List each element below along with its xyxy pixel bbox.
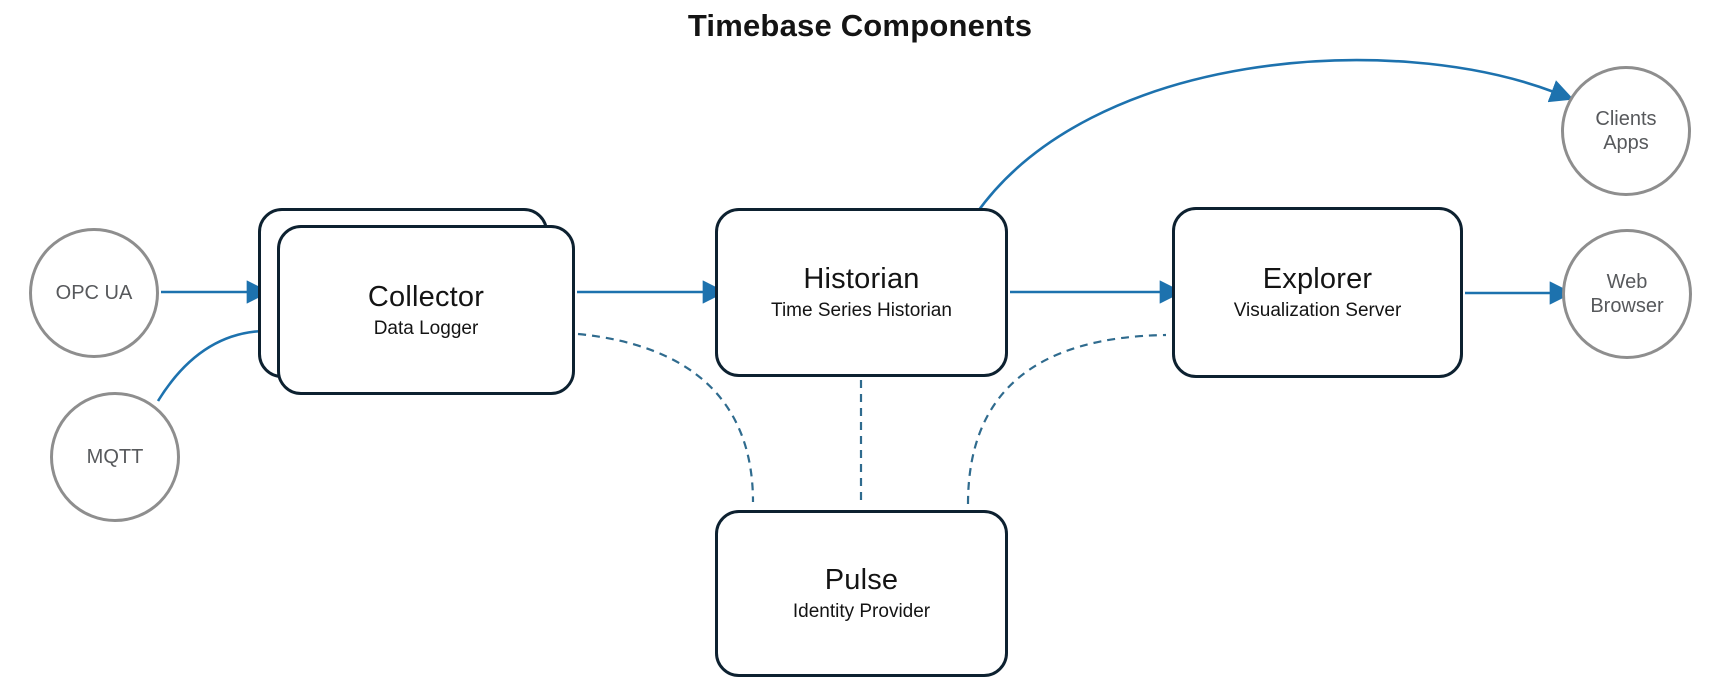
component-node-collector: Collector Data Logger [277, 225, 575, 395]
edge-historian-to-clients [974, 58, 1574, 215]
component-node-pulse: Pulse Identity Provider [715, 510, 1008, 677]
component-node-historian: Historian Time Series Historian [715, 208, 1008, 377]
node-subtitle: Data Logger [373, 317, 479, 339]
node-label-line1: Web [1606, 270, 1648, 293]
node-label: OPC UA [55, 281, 133, 304]
edge-mqtt-to-collector [156, 319, 286, 402]
node-subtitle: Identity Provider [792, 601, 931, 622]
node-label-line2: Apps [1603, 132, 1649, 154]
node-title: Collector [367, 280, 485, 313]
node-label: MQTT [86, 445, 144, 468]
node-title: Historian [803, 263, 920, 295]
source-node-opcua: OPC UA [29, 228, 159, 358]
source-node-mqtt: MQTT [50, 392, 180, 522]
diagram-title: Timebase Components [687, 8, 1033, 43]
node-title: Explorer [1262, 263, 1373, 295]
node-label-line1: Clients [1595, 107, 1657, 130]
component-node-explorer: Explorer Visualization Server [1172, 207, 1463, 378]
client-node-clients-apps: Clients Apps [1561, 66, 1691, 196]
node-subtitle: Visualization Server [1233, 300, 1402, 321]
node-subtitle: Time Series Historian [771, 300, 952, 321]
node-title: Pulse [824, 564, 899, 596]
edge-collector-to-pulse-dashed [577, 332, 755, 503]
client-node-web-browser: Web Browser [1562, 229, 1692, 359]
node-label-line2: Browser [1590, 295, 1664, 317]
